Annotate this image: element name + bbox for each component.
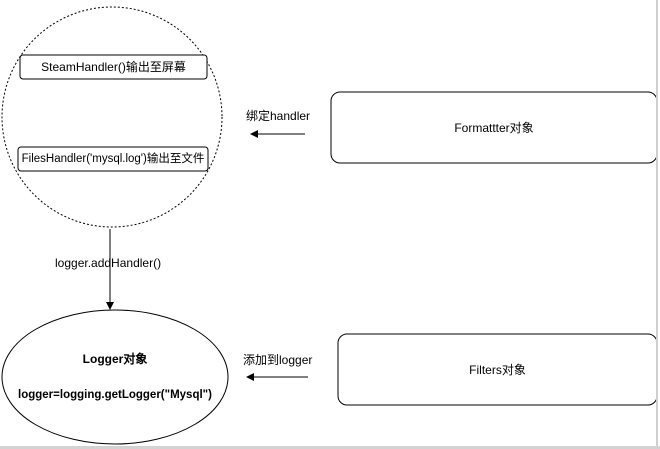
logger-ellipse <box>1 309 229 445</box>
bind-handler-edge-label: 绑定handler <box>246 109 311 123</box>
filters-label: Filters对象 <box>469 363 526 377</box>
logger-title: Logger对象 <box>82 352 148 366</box>
frame-right-edge <box>656 0 658 449</box>
add-to-logger-edge-label: 添加到logger <box>243 353 313 367</box>
stream-handler-label: SteamHandler()输出至屏幕 <box>41 60 186 74</box>
files-handler-box <box>17 146 209 172</box>
handlers-group-circle <box>1 6 223 228</box>
logger-code: logger=logging.getLogger("Mysql") <box>18 389 212 401</box>
add-handler-edge-label: logger.addHandler() <box>55 256 162 270</box>
frame-bottom-edge <box>0 446 660 449</box>
formatter-label: Formattter对象 <box>454 121 534 135</box>
stream-handler-box <box>19 54 208 80</box>
files-handler-label: FilesHandler('mysql.log')输出至文件 <box>21 153 205 165</box>
